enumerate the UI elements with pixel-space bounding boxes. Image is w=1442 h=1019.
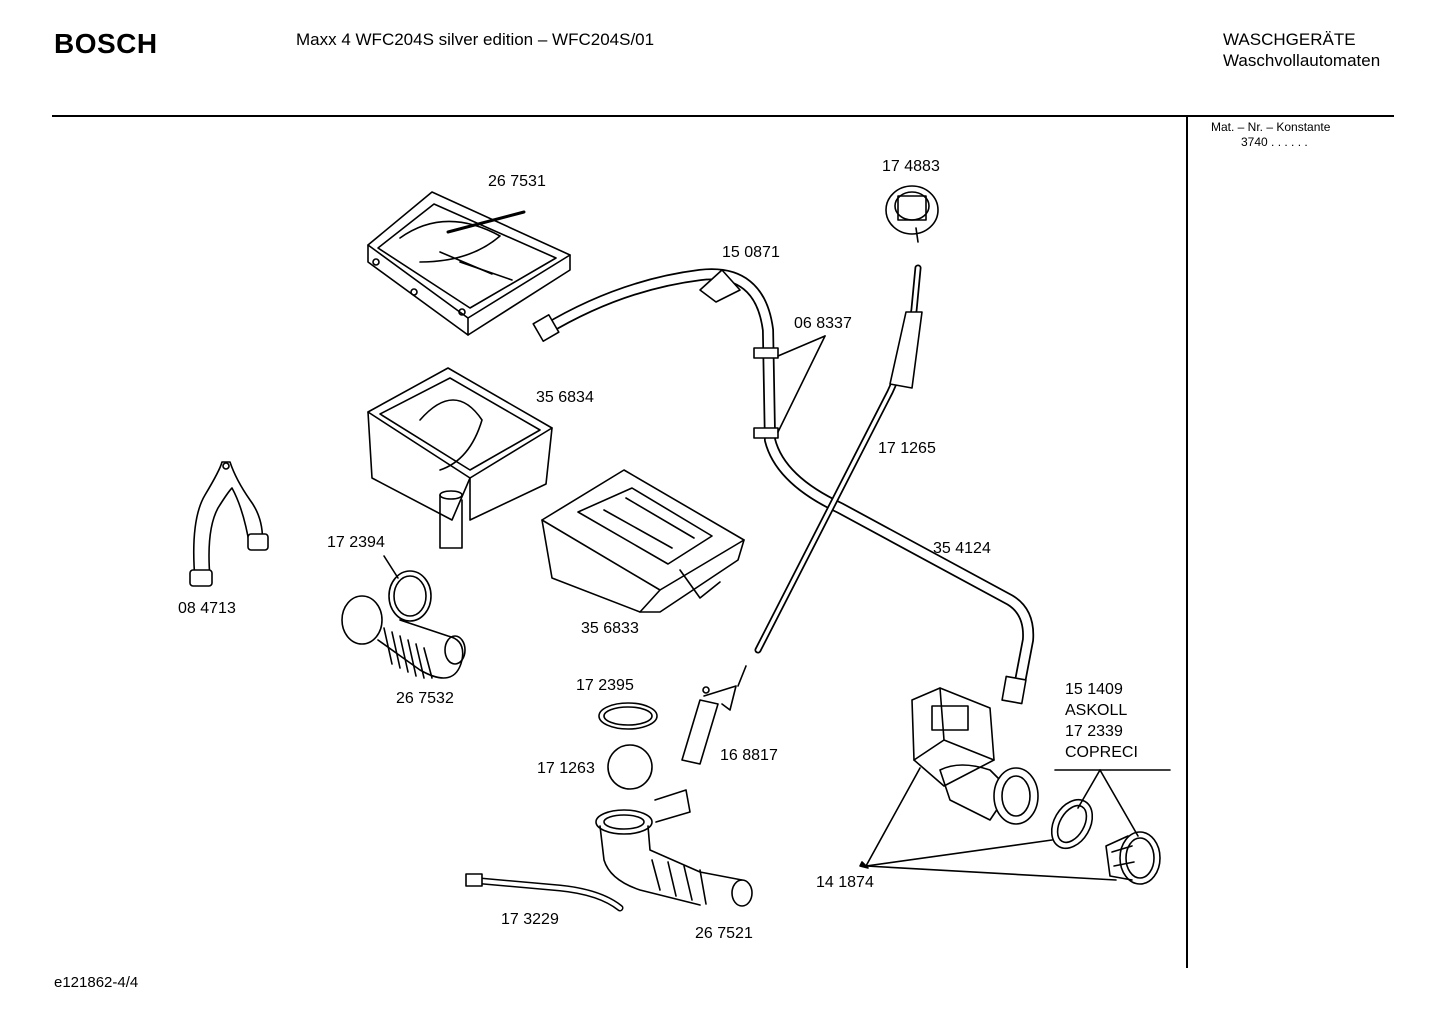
part-172394-ring xyxy=(388,570,432,622)
part-label-172394: 17 2394 xyxy=(327,534,385,551)
brand-logo: BOSCH xyxy=(54,28,158,59)
part-label-356833: 35 6833 xyxy=(581,620,639,637)
document-title: Maxx 4 WFC204S silver edition – WFC204S/… xyxy=(296,30,655,49)
part-150871-354124-hose xyxy=(532,268,1035,705)
part-label-172395: 17 2395 xyxy=(576,677,634,694)
part-173229-small-hose xyxy=(465,873,624,912)
part-label-173229: 17 3229 xyxy=(501,911,559,928)
side-divider xyxy=(1186,116,1188,968)
part-151409-drain-pump xyxy=(911,687,1039,825)
part-label-356834: 35 6834 xyxy=(536,389,594,406)
part-356833-drawer xyxy=(541,469,745,613)
subcategory-label: Waschvollautomaten xyxy=(1223,51,1381,70)
part-label-354124: 35 4124 xyxy=(933,540,991,557)
mat-nr-label: Mat. – Nr. – Konstante xyxy=(1211,120,1331,134)
header-divider xyxy=(52,115,1394,117)
part-label-267531: 26 7531 xyxy=(488,173,546,190)
part-084713-siphon xyxy=(189,461,269,587)
part-label-267532: 26 7532 xyxy=(396,690,454,707)
part-174883-pressure-switch xyxy=(885,185,939,243)
part-267531-lid xyxy=(367,191,571,336)
part-label-084713: 08 4713 xyxy=(178,600,236,617)
part-label-168817: 16 8817 xyxy=(720,747,778,764)
part-171263-ball xyxy=(607,744,653,790)
part-label-267521: 26 7521 xyxy=(695,925,753,942)
part-label-askoll: ASKOLL xyxy=(1065,702,1128,719)
part-171265-pressure-tube xyxy=(754,264,923,654)
part-168817-air-chamber xyxy=(681,665,747,765)
part-172395-ring xyxy=(598,702,658,730)
part-356834-housing xyxy=(367,367,553,549)
part-label-174883: 17 4883 xyxy=(882,158,940,175)
footer-code: e121862-4/4 xyxy=(54,974,139,991)
part-label-068337: 06 8337 xyxy=(794,315,852,332)
part-label-150871: 15 0871 xyxy=(722,244,780,261)
part-label-171263: 17 1263 xyxy=(537,760,595,777)
part-label-151409: 15 1409 xyxy=(1065,681,1123,698)
part-267521-sump-hose xyxy=(595,789,753,907)
part-267532-bellows-hose xyxy=(341,595,466,679)
part-pump-filter xyxy=(1105,831,1161,885)
part-pump-seal-ring xyxy=(1050,798,1094,850)
part-label-172339: 17 2339 xyxy=(1065,723,1123,740)
part-label-171265: 17 1265 xyxy=(878,440,936,457)
part-label-copreci: COPRECI xyxy=(1065,744,1138,761)
mat-nr-value: 3740 . . . . . . xyxy=(1241,135,1308,149)
category-label: WASCHGERÄTE xyxy=(1223,30,1356,49)
part-label-141874: 14 1874 xyxy=(816,874,874,891)
